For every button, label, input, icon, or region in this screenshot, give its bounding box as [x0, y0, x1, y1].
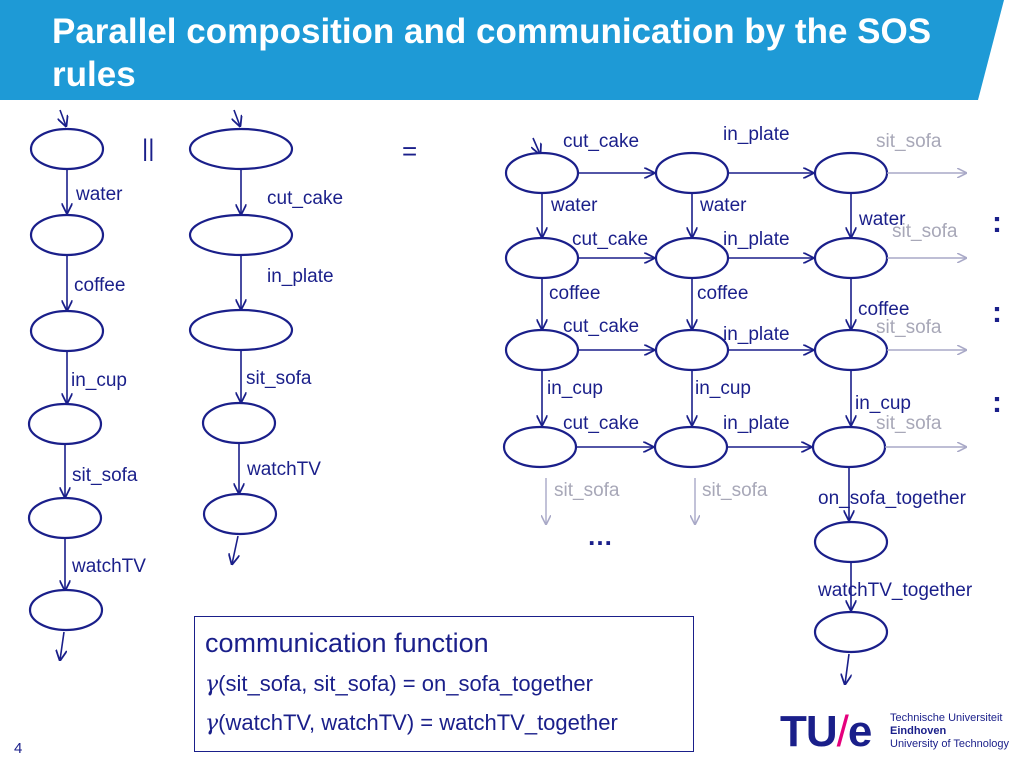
transition-label: cut_cake: [563, 316, 639, 337]
logo-text: Technische Universiteit Eindhoven Univer…: [890, 712, 1009, 751]
transition-label: in_plate: [267, 266, 334, 287]
transition-label: in_plate: [723, 229, 790, 250]
gamma-symbol: γ: [205, 672, 219, 697]
transition-label: in_cup: [547, 378, 603, 399]
middle-process: cut_cake in_plate sit_sofa watchTV: [188, 109, 343, 564]
transition-label: water: [550, 195, 598, 216]
transition-label: coffee: [858, 299, 909, 320]
transition-label: in_cup: [695, 378, 751, 399]
logo-mark: TU/e: [780, 706, 873, 758]
transition-label: sit_sofa: [246, 368, 312, 389]
continuation-dots: :: [992, 296, 1002, 329]
continuation-dots: :: [992, 386, 1002, 419]
logo-line: University of Technology: [890, 738, 1010, 750]
state: [504, 151, 580, 195]
transition-label: coffee: [697, 283, 748, 304]
transition-label: in_cup: [855, 393, 911, 414]
transition-label: sit_sofa: [876, 131, 942, 152]
transition-label: sit_sofa: [876, 413, 942, 434]
initial-arrow: [60, 109, 66, 126]
state: [188, 308, 294, 352]
communication-rule-text: (watchTV, watchTV) = watchTV_together: [218, 710, 618, 735]
state: [654, 236, 730, 280]
ellipsis: …: [587, 521, 613, 551]
communication-rule: γ(watchTV, watchTV) = watchTV_together: [205, 704, 683, 743]
transition-label: watchTV_together: [817, 580, 973, 601]
transition-label: cut_cake: [563, 131, 639, 152]
initial-arrow: [234, 109, 240, 126]
transition-label: cut_cake: [563, 413, 639, 434]
state: [813, 610, 889, 654]
logo-mark-slash: /: [836, 707, 849, 756]
state: [29, 127, 105, 171]
parallel-operator: ||: [142, 135, 154, 162]
state: [27, 402, 103, 446]
initial-arrow: [533, 137, 540, 154]
state: [29, 309, 105, 353]
termination-arrow: [232, 535, 238, 564]
transition-label: coffee: [549, 283, 600, 304]
transition-label: in_plate: [723, 324, 790, 345]
state: [654, 328, 730, 372]
transition-label: sit_sofa: [892, 221, 958, 242]
communication-rule: γ(sit_sofa, sit_sofa) = on_sofa_together: [205, 665, 683, 704]
transition-label: water: [858, 209, 906, 230]
communication-heading: communication function: [205, 628, 489, 658]
state: [811, 425, 887, 469]
transition-label: in_cup: [71, 370, 127, 391]
state: [654, 151, 730, 195]
state: [202, 492, 278, 536]
state: [188, 213, 294, 257]
title-bar-background: [0, 0, 1004, 100]
termination-arrow: [845, 653, 849, 684]
logo-line: Technische Universiteit: [890, 712, 1003, 724]
transition-label: water: [75, 184, 123, 205]
logo-line: Eindhoven: [890, 725, 947, 737]
transition-label: water: [699, 195, 747, 216]
page-number: 4: [14, 740, 23, 757]
transition-label: cut_cake: [267, 188, 343, 209]
equals-operator: =: [402, 136, 417, 166]
state: [188, 127, 294, 171]
state: [504, 236, 580, 280]
transition-label: on_sofa_together: [818, 488, 967, 509]
left-process: water coffee in_cup sit_sofa watchTV: [27, 109, 146, 660]
continuation-dots: :: [992, 206, 1002, 239]
transition-label: sit_sofa: [702, 480, 768, 501]
logo-mark-e: e: [847, 707, 873, 756]
state: [29, 213, 105, 257]
title-bar: Parallel composition and communication b…: [0, 0, 1024, 100]
communication-function-box: communication function γ(sit_sofa, sit_s…: [194, 616, 694, 752]
transition-label: sit_sofa: [876, 317, 942, 338]
state: [813, 236, 889, 280]
state: [201, 401, 277, 445]
state: [813, 151, 889, 195]
transition-label: cut_cake: [572, 229, 648, 250]
termination-arrow: [60, 631, 64, 660]
communication-rule-text: (sit_sofa, sit_sofa) = on_sofa_together: [218, 671, 593, 696]
transition-label: coffee: [74, 275, 125, 296]
state: [653, 425, 729, 469]
transition-label: in_plate: [723, 413, 790, 434]
state: [813, 520, 889, 564]
tue-logo: TU/e Technische Universiteit Eindhoven U…: [780, 706, 1020, 758]
transition-label: sit_sofa: [72, 465, 138, 486]
slide-title: Parallel composition and communication b…: [52, 12, 932, 94]
logo-mark-tu: TU: [780, 707, 838, 756]
transition-label: in_plate: [723, 124, 790, 145]
product-process: cut_cake in_plate sit_sofa water water w…: [502, 124, 1002, 684]
transition-label: sit_sofa: [554, 480, 620, 501]
gamma-symbol: γ: [205, 711, 219, 736]
state: [27, 496, 103, 540]
transition-label: watchTV: [246, 459, 321, 480]
state: [28, 588, 104, 632]
transition-label: watchTV: [71, 556, 146, 577]
